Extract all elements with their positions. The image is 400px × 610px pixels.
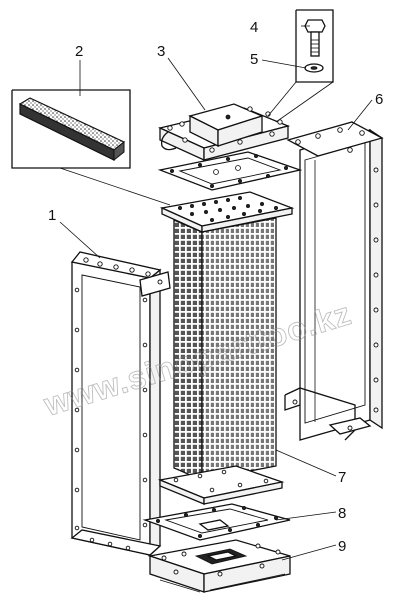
left-side-frame	[70, 251, 171, 557]
bottom-tank	[147, 539, 291, 593]
seal-strip-inset	[11, 89, 171, 206]
callout-1: 1	[48, 207, 56, 224]
leader-lines	[59, 25, 373, 561]
top-tank	[158, 103, 291, 162]
left-frame-holes	[74, 257, 163, 531]
callout-8: 8	[338, 505, 346, 522]
callout-5: 5	[250, 51, 258, 68]
bolt-inset	[267, 9, 334, 123]
callout-4: 4	[250, 19, 258, 36]
core-top-holes	[177, 195, 278, 222]
callout-labels: 1 2 3 4 5 6 7 8 9	[48, 19, 383, 555]
right-side-frame	[284, 121, 384, 441]
radiator-core	[157, 191, 295, 505]
callout-7: 7	[338, 469, 346, 486]
top-gasket	[157, 151, 303, 191]
right-frame-holes	[295, 127, 379, 413]
callout-3: 3	[157, 43, 165, 60]
callout-2: 2	[75, 43, 83, 60]
callout-6: 6	[375, 91, 383, 108]
callout-9: 9	[338, 538, 346, 555]
bottom-gasket	[142, 503, 291, 541]
